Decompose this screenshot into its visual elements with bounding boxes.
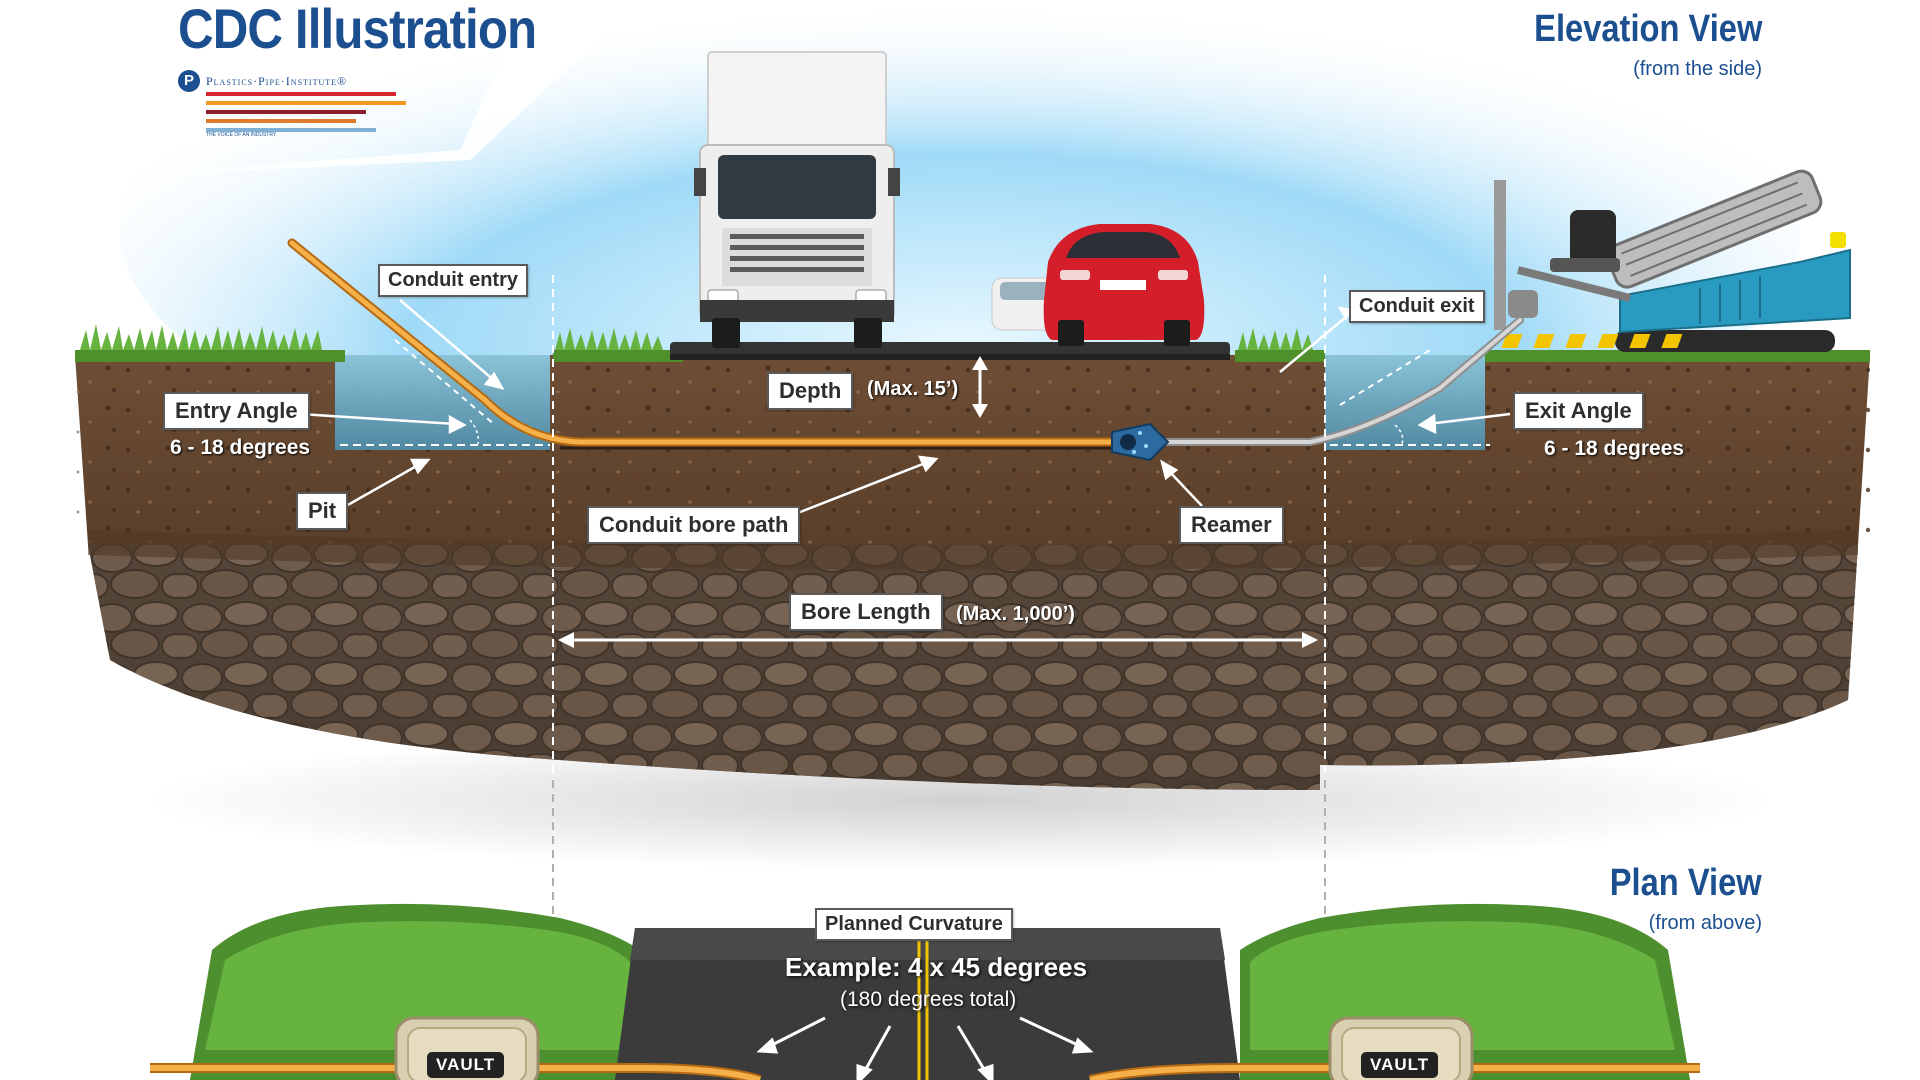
- depth-max-note: (Max. 15’): [867, 378, 959, 400]
- vault-label-right: VAULT: [1361, 1052, 1439, 1078]
- reamer-label: Reamer: [1179, 506, 1284, 544]
- conduit-entry-label: Conduit entry: [378, 264, 528, 297]
- logo-stripe: [206, 92, 396, 96]
- logo-stripe: [206, 110, 366, 114]
- conduit-exit-label: Conduit exit: [1349, 290, 1485, 323]
- exit-angle-label: Exit Angle: [1513, 392, 1644, 430]
- drill-rig-art: [1494, 169, 1851, 352]
- red-car-art: [1043, 224, 1205, 346]
- logo-stripe: [206, 128, 376, 132]
- bore-length-max-note: (Max. 1,000’): [956, 603, 1075, 625]
- truck-art: [694, 51, 900, 348]
- curvature-total: (180 degrees total): [840, 988, 1017, 1011]
- org-name: Plastics·Pipe·Institute®: [206, 74, 348, 88]
- elevation-view-subtitle: (from the side): [1633, 58, 1762, 80]
- org-logo: P Plastics·Pipe·Institute® THE VOICE OF …: [178, 68, 418, 140]
- bore-length-label: Bore Length: [789, 593, 943, 631]
- planned-curvature-label: Planned Curvature: [815, 908, 1013, 941]
- entry-angle-value: 6 - 18 degrees: [170, 436, 311, 459]
- logo-stripe: [206, 101, 406, 105]
- exit-angle-value: 6 - 18 degrees: [1544, 437, 1685, 460]
- plan-view-title: Plan View: [1610, 862, 1762, 904]
- org-tagline: THE VOICE OF AN INDUSTRY: [206, 132, 277, 138]
- logo-stripe: [206, 119, 356, 123]
- curvature-example: Example: 4 x 45 degrees: [785, 952, 1088, 982]
- depth-label: Depth: [767, 372, 854, 410]
- vault-label-left: VAULT: [427, 1052, 505, 1078]
- background-car-art: [991, 277, 1059, 331]
- elevation-view-title: Elevation View: [1533, 8, 1762, 50]
- pit-label: Pit: [296, 492, 349, 530]
- ppi-logo-icon: P: [178, 70, 200, 92]
- entry-angle-label: Entry Angle: [163, 392, 310, 430]
- page-title: CDC Illustration: [178, 0, 537, 60]
- reamer-art: [1111, 422, 1170, 462]
- conduit-bore-path-label: Conduit bore path: [587, 506, 801, 544]
- plan-view-subtitle: (from above): [1648, 912, 1762, 934]
